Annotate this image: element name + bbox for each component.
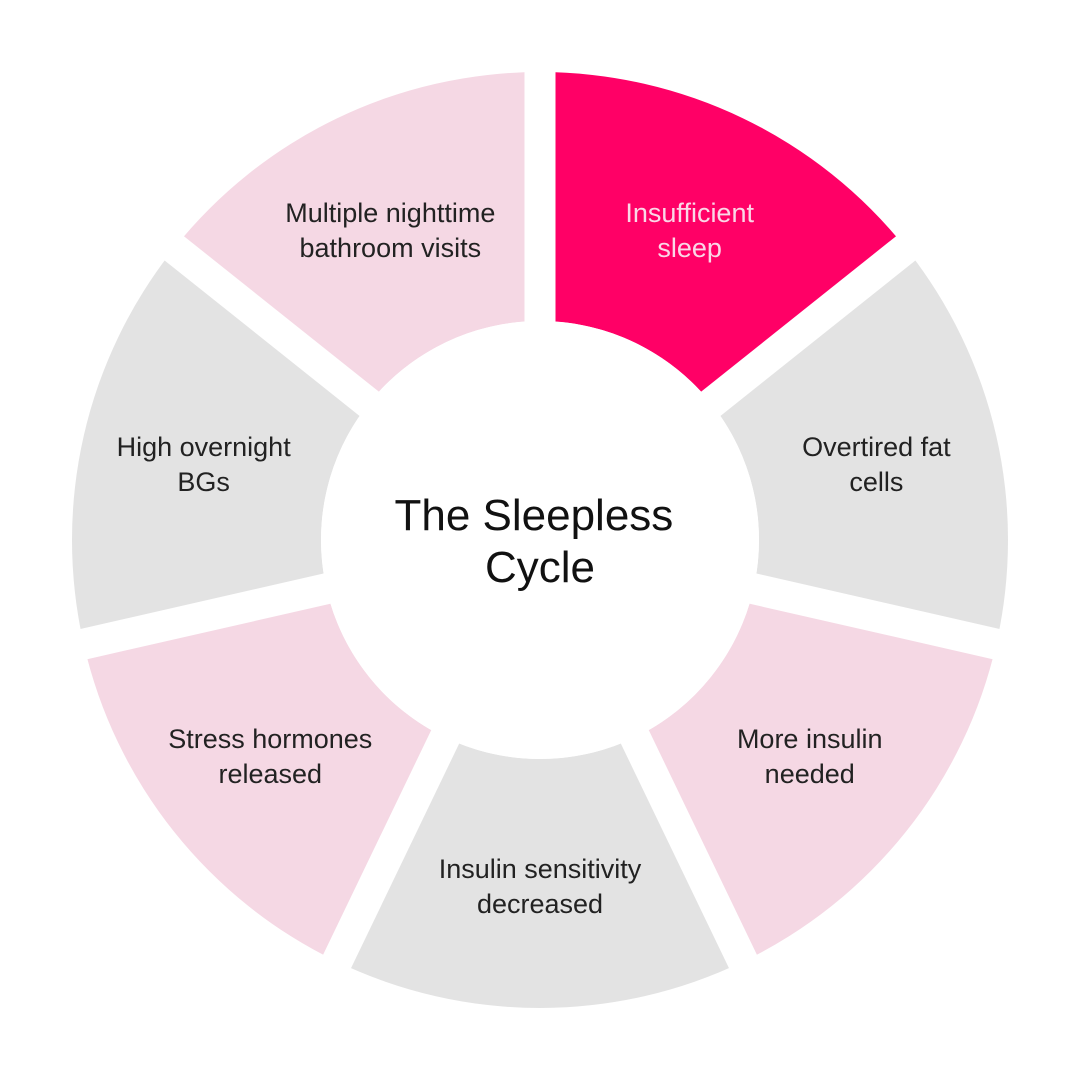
segment-label-3: More insulin needed: [737, 724, 883, 789]
segment-label-line: BGs: [177, 467, 230, 497]
center-circle: [321, 321, 759, 759]
segment-label-4: Insulin sensitivity decreased: [439, 854, 642, 919]
segment-label-line: Stress hormones: [168, 724, 372, 754]
cycle-segment-3: [635, 588, 997, 962]
segment-label-1: Insufficient sleep: [625, 198, 754, 263]
cycle-segment-5: [83, 588, 445, 962]
cycle-segment-4: [336, 737, 744, 1008]
segment-label-2: Overtired fat cells: [802, 432, 951, 497]
segment-label-line: Insulin sensitivity: [439, 854, 642, 884]
center-title-line-2: Cycle: [485, 543, 595, 592]
segment-label-line: bathroom visits: [300, 233, 482, 263]
segment-label-line: cells: [849, 467, 903, 497]
segment-label-line: Insufficient: [625, 198, 754, 228]
segment-label-line: Multiple nighttime: [285, 198, 495, 228]
segment-label-5: Stress hormones released: [168, 724, 372, 789]
segment-label-line: released: [218, 759, 322, 789]
segment-label-line: High overnight: [117, 432, 292, 462]
center-title-line-1: The Sleepless: [394, 491, 673, 540]
center-title: The Sleepless Cycle: [394, 491, 685, 592]
segment-label-7: Multiple nighttime bathroom visits: [285, 198, 495, 263]
segment-label-line: sleep: [657, 233, 722, 263]
segment-label-line: More insulin: [737, 724, 883, 754]
segment-label-line: decreased: [477, 889, 603, 919]
segment-label-line: Overtired fat: [802, 432, 951, 462]
segment-label-line: needed: [765, 759, 855, 789]
